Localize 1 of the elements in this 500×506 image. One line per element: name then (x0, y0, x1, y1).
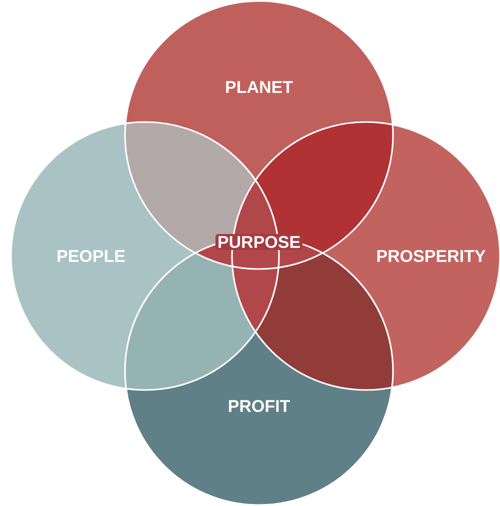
center-label: PURPOSE (215, 234, 303, 250)
